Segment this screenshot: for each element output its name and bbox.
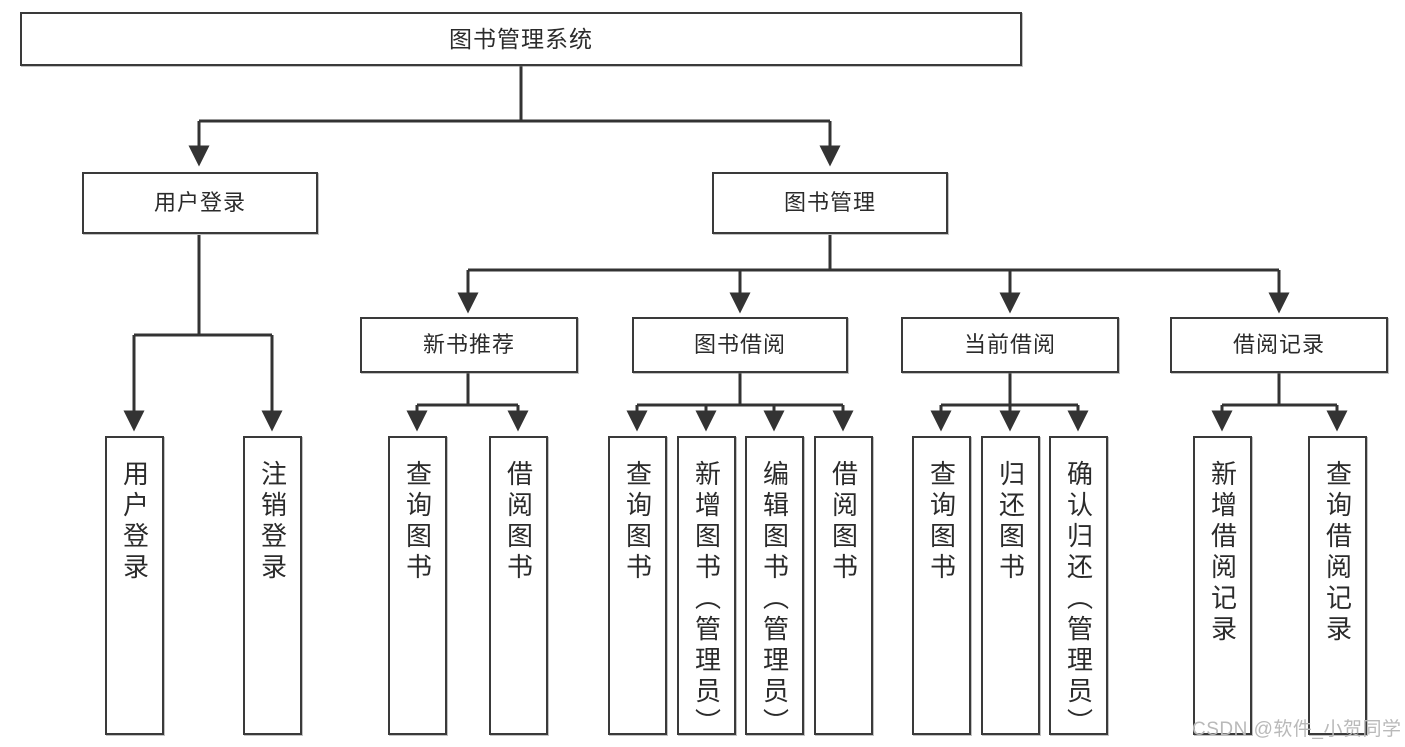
node-root-system[interactable]: 图书管理系统	[20, 12, 1022, 66]
leaf-recommend-borrow-book-label: 借阅图书	[503, 460, 534, 584]
leaf-borrow-borrow-book[interactable]: 借阅图书	[814, 436, 873, 735]
leaf-records-query-record[interactable]: 查询借阅记录	[1308, 436, 1367, 735]
node-book-management[interactable]: 图书管理	[712, 172, 948, 234]
node-book-management-label: 图书管理	[783, 190, 876, 216]
leaf-records-add-record-label: 新增借阅记录	[1207, 460, 1238, 646]
node-current-borrow[interactable]: 当前借阅	[901, 317, 1119, 373]
leaf-borrow-edit-book-label: 编辑图书（管理员）	[759, 460, 790, 739]
node-new-book-recommend[interactable]: 新书推荐	[360, 317, 578, 373]
leaf-current-query-book-label: 查询图书	[926, 460, 957, 584]
leaf-current-return-book[interactable]: 归还图书	[981, 436, 1040, 735]
leaf-user-login-login-label: 用户登录	[119, 460, 150, 584]
leaf-current-return-book-label: 归还图书	[995, 460, 1026, 584]
leaf-borrow-borrow-book-label: 借阅图书	[828, 460, 859, 584]
node-root-system-label: 图书管理系统	[449, 25, 593, 52]
leaf-current-confirm-return[interactable]: 确认归还（管理员）	[1049, 436, 1108, 739]
leaf-recommend-query-book[interactable]: 查询图书	[388, 436, 447, 735]
leaf-records-add-record[interactable]: 新增借阅记录	[1193, 436, 1252, 735]
leaf-user-login-login[interactable]: 用户登录	[105, 436, 164, 735]
node-user-login[interactable]: 用户登录	[82, 172, 318, 234]
node-borrow-records[interactable]: 借阅记录	[1170, 317, 1388, 373]
node-user-login-label: 用户登录	[153, 190, 246, 216]
leaf-records-query-record-label: 查询借阅记录	[1322, 460, 1353, 646]
leaf-current-query-book[interactable]: 查询图书	[912, 436, 971, 735]
node-book-borrow-label: 图书借阅	[693, 332, 786, 358]
leaf-user-login-logout-label: 注销登录	[257, 460, 288, 584]
leaf-borrow-edit-book[interactable]: 编辑图书（管理员）	[745, 436, 804, 739]
node-current-borrow-label: 当前借阅	[963, 332, 1056, 358]
leaf-recommend-query-book-label: 查询图书	[402, 460, 433, 584]
csdn-watermark: CSDN @软件_小贺同学	[1192, 719, 1402, 740]
node-new-book-recommend-label: 新书推荐	[422, 332, 515, 358]
leaf-borrow-add-book[interactable]: 新增图书（管理员）	[677, 436, 736, 739]
leaf-user-login-logout[interactable]: 注销登录	[243, 436, 302, 735]
leaf-borrow-add-book-label: 新增图书（管理员）	[691, 460, 722, 739]
leaf-borrow-query-book[interactable]: 查询图书	[608, 436, 667, 735]
leaf-borrow-query-book-label: 查询图书	[622, 460, 653, 584]
leaf-current-confirm-return-label: 确认归还（管理员）	[1063, 460, 1094, 739]
leaf-recommend-borrow-book[interactable]: 借阅图书	[489, 436, 548, 735]
node-borrow-records-label: 借阅记录	[1232, 332, 1325, 358]
node-book-borrow[interactable]: 图书借阅	[632, 317, 848, 373]
